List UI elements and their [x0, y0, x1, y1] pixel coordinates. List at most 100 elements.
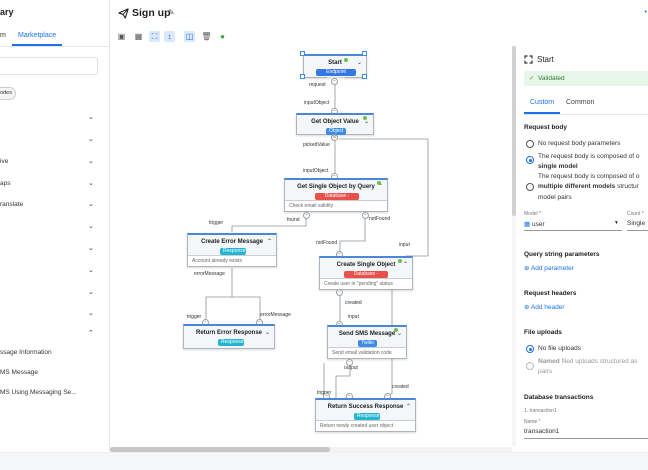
vertical-scrollbar[interactable] [512, 46, 516, 446]
output-port[interactable]: − [336, 289, 343, 296]
node-start[interactable]: Start Endpoint Handler ⌄ [303, 54, 367, 82]
chevron-down-icon[interactable]: ⌄ [356, 60, 362, 66]
trash-icon[interactable]: 🗑 [201, 32, 212, 41]
add-header-button[interactable]: ⊕ Add header [524, 304, 565, 311]
chevron-down-icon: ⌄ [88, 310, 94, 317]
chevron-down-icon[interactable]: ⌄ [363, 119, 369, 125]
split-icon[interactable]: ◫ [184, 31, 195, 42]
edge-label: request [309, 82, 326, 88]
scrollbar-thumb[interactable] [512, 46, 516, 216]
output-port[interactable]: − [346, 359, 353, 366]
chevron-down-icon[interactable]: ⌄ [396, 331, 402, 337]
radio-named-uploads[interactable] [526, 362, 534, 370]
node-send-sms-message[interactable]: Send SMS Message Twilio ⌄ Send email val… [327, 325, 407, 359]
node-return-error-response[interactable]: Return Error Response Response ⌄ [183, 324, 275, 349]
node-badge: Endpoint Handler [316, 69, 356, 82]
table-icon[interactable]: ▦ [134, 32, 143, 41]
radio-no-uploads[interactable] [526, 345, 534, 353]
category-row[interactable]: ⌄ [0, 111, 100, 125]
section-heading: File uploads [524, 329, 562, 336]
output-port[interactable]: − [303, 212, 310, 219]
add-parameter-button[interactable]: ⊕ Add parameter [524, 265, 574, 272]
page-title: Sign up [132, 7, 171, 19]
chevron-down-icon: ⌄ [88, 158, 94, 165]
valid-icon[interactable]: ● [220, 32, 225, 41]
radio-multiple-models[interactable] [526, 183, 534, 191]
category-row[interactable]: ranslate⌄ [0, 198, 100, 212]
tab-custom[interactable]: Custom [530, 99, 555, 106]
selection-handle[interactable] [300, 74, 305, 79]
plus-circle-icon: ⊕ [524, 304, 530, 311]
list-item[interactable]: MS Using Messaging Se... [0, 389, 77, 396]
node-badge: Twilio [358, 340, 377, 347]
edge-label: pickedValue [303, 142, 330, 148]
category-row[interactable]: ⌄ [0, 264, 100, 278]
edge-label: inputObject [304, 100, 330, 106]
chevron-down-icon[interactable]: ⌄ [264, 330, 270, 336]
output-port[interactable]: ⊙ [331, 134, 338, 141]
check-circle-icon: ✓ [529, 75, 535, 82]
list-item[interactable]: MS Message [0, 369, 38, 376]
tab-divider [0, 46, 109, 47]
list-item[interactable]: ssage Information [0, 349, 52, 356]
footer-bar [0, 452, 648, 470]
node-description: Send email validation code [328, 347, 406, 358]
chevron-up-icon[interactable]: ⌃ [405, 404, 411, 410]
radio-label: pairs [538, 368, 553, 375]
category-row-expanded[interactable]: ⌃ [0, 327, 100, 341]
paper-plane-icon [118, 8, 129, 19]
output-port[interactable]: − [331, 78, 338, 85]
status-dot [394, 328, 398, 332]
model-select[interactable]: ▦ user ▼ [524, 220, 619, 228]
category-row[interactable]: ⌄ [0, 133, 100, 147]
filter-chip[interactable]: odes [0, 87, 16, 100]
count-select[interactable]: Single [627, 220, 646, 227]
sidebar-title: ary [0, 7, 14, 17]
edge-label: inputObject [303, 168, 329, 174]
chevron-up-icon[interactable]: ⌃ [377, 184, 383, 190]
selection-handle[interactable] [362, 51, 367, 56]
node-create-single-object[interactable]: Create Single Object Database - CRUD ⌃ C… [319, 256, 413, 290]
chevron-up-icon[interactable]: ⌃ [266, 239, 272, 245]
field-label: Model * [524, 211, 541, 217]
radio-single-model[interactable] [526, 156, 534, 164]
node-badge: Response [218, 339, 244, 346]
category-row[interactable]: ⌄ [0, 220, 100, 234]
node-description: Check email validity [285, 200, 387, 211]
node-return-success-response[interactable]: Return Success Response Response ⌃ Retur… [315, 398, 416, 432]
flow-canvas[interactable]: Start Endpoint Handler ⌄ − request input… [110, 46, 512, 444]
node-get-object-value[interactable]: Get Object Value Object ⌄ [296, 113, 374, 135]
edge-label: trigger [209, 220, 224, 226]
category-row[interactable]: ive⌄ [0, 155, 100, 169]
tab-common[interactable]: Common [566, 99, 595, 106]
category-row[interactable]: aps⌄ [0, 177, 100, 191]
edge-label: created [345, 300, 362, 306]
node-create-error-message[interactable]: Create Error Message Response ⌃ Account … [187, 233, 277, 267]
node-badge: Object [326, 128, 346, 135]
arrange-icon[interactable]: ↕ [164, 31, 175, 42]
edit-pencil-icon[interactable]: ✎ [168, 8, 175, 17]
selection-handle[interactable] [300, 51, 305, 56]
field-label: Count * [627, 211, 644, 217]
canvas-toolbar: ▣ ▦ ⛶ ↕ ◫ 🗑 ● [110, 28, 515, 46]
horizontal-scrollbar[interactable] [110, 447, 512, 452]
save-icon[interactable]: ▣ [117, 32, 126, 41]
user-icon[interactable]: • [644, 9, 647, 16]
scrollbar-thumb[interactable] [110, 447, 330, 452]
category-row[interactable]: ⌄ [0, 286, 100, 300]
tab-custom[interactable]: m [0, 32, 6, 39]
section-heading: Query string parameters [524, 251, 600, 258]
search-input[interactable] [0, 57, 98, 75]
fit-icon[interactable]: ⛶ [149, 31, 160, 42]
category-row[interactable]: ⌄ [0, 307, 100, 321]
node-get-single-object[interactable]: Get Single Object by Query Database - CR… [284, 178, 388, 212]
tab-marketplace[interactable]: Marketplace [18, 32, 57, 39]
category-row[interactable]: ⌄ [0, 242, 100, 256]
selection-handle[interactable] [362, 74, 367, 79]
transaction-name-input[interactable]: transaction1 [524, 428, 560, 435]
radio-no-body[interactable] [526, 140, 534, 148]
output-port[interactable]: − [362, 212, 369, 219]
node-badge: Response [220, 248, 246, 255]
chevron-up-icon[interactable]: ⌃ [402, 262, 408, 268]
chevron-down-icon: ⌄ [88, 201, 94, 208]
